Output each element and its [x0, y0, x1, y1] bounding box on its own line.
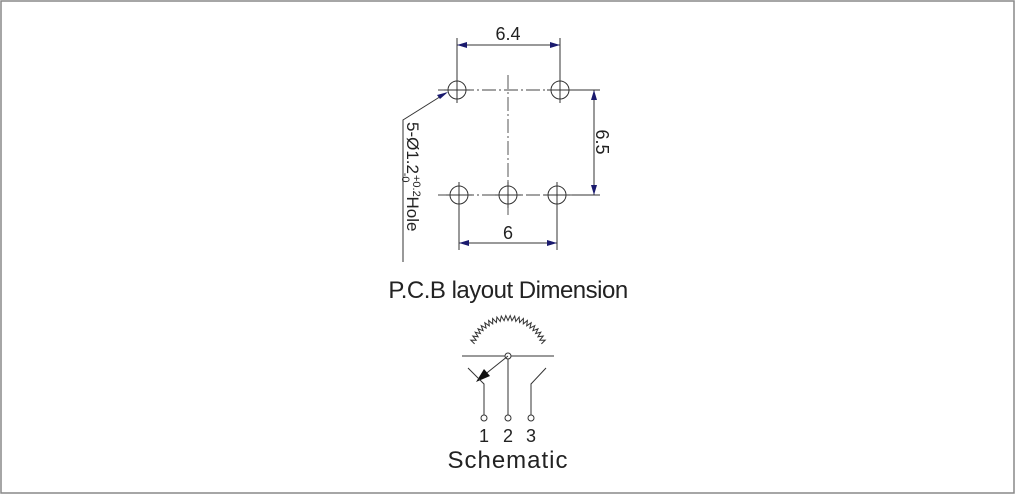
dimension-right-label: 6.5 — [592, 129, 612, 154]
dimension-top-label: 6.4 — [495, 24, 520, 44]
pin-label-1: 1 — [479, 426, 489, 446]
hole-bottom-left — [446, 182, 472, 208]
terminal-3 — [527, 414, 535, 422]
lead-pin-3 — [530, 367, 547, 415]
hole-note-text: 5-Ø1.2+0.2-0Hole — [399, 122, 422, 231]
hole-top-left — [444, 77, 470, 103]
resistor-arc — [469, 314, 547, 345]
pin-label-2: 2 — [503, 426, 513, 446]
dimension-top: 6.4 — [456, 24, 561, 80]
hole-bottom-right — [544, 182, 570, 208]
hole-top-right — [547, 77, 573, 103]
pcb-layout-drawing: 6.4 6.5 6 5-Ø1.2 — [388, 24, 628, 304]
lead-pin-1 — [467, 367, 485, 415]
schematic-title: Schematic — [447, 447, 568, 474]
terminal-2 — [504, 414, 512, 422]
dimension-right: 6.5 — [572, 89, 612, 196]
pcb-layout-title: P.C.B layout Dimension — [388, 277, 627, 304]
wiper-arrow-icon — [476, 369, 490, 382]
hole-bottom-middle — [495, 182, 521, 208]
wiper-line — [482, 355, 509, 377]
terminal-1 — [480, 414, 488, 422]
hole-leader — [402, 92, 448, 262]
dimension-bottom: 6 — [458, 206, 558, 250]
pin-label-3: 3 — [526, 426, 536, 446]
dimension-bottom-label: 6 — [503, 223, 513, 243]
hole-note: 5-Ø1.2+0.2-0Hole — [399, 122, 422, 231]
schematic-drawing: 1 2 3 Schematic — [447, 314, 568, 474]
